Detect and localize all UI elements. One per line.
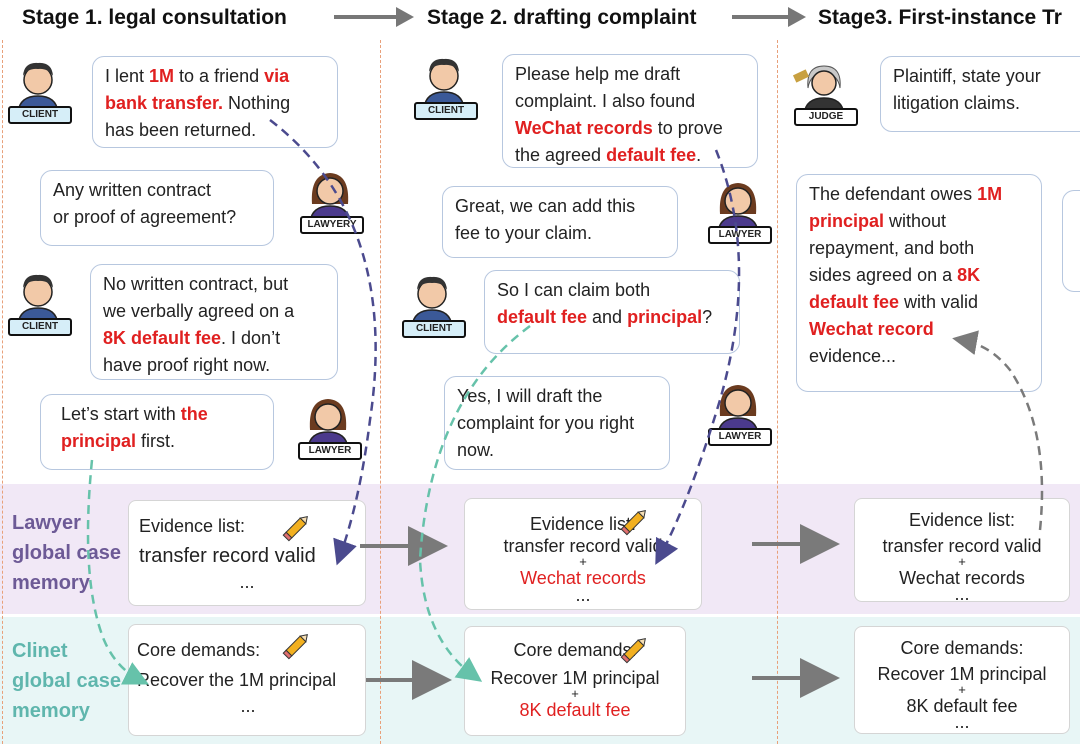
lawyer-evidence-box: Evidence list: transfer record valid + W…	[854, 498, 1070, 603]
memory-write-arrow	[418, 324, 531, 682]
speech-bubble-cutoff	[1062, 190, 1080, 292]
memory-write-arrow	[269, 119, 377, 566]
stage-separator	[380, 40, 381, 744]
client-avatar-icon: CLIENT	[6, 268, 72, 338]
lawyer-avatar-icon: LAWYER	[706, 378, 772, 448]
box-title: Core demands:	[513, 640, 637, 660]
memory-read-arrow	[952, 330, 1044, 531]
pencil-icon	[282, 516, 308, 542]
lawyer-avatar-icon: LAWYERY	[298, 166, 364, 236]
box-title: Core demands:	[900, 638, 1024, 658]
lawyer-avatar-icon: LAWYER	[706, 176, 772, 246]
stage-separator	[2, 40, 3, 744]
lawyer-tag: LAWYERY	[300, 216, 364, 234]
arrow-right-icon	[788, 7, 806, 27]
stage-3-title: Stage3. First-instance Tr	[818, 6, 1062, 29]
client-avatar-icon: CLIENT	[400, 270, 466, 340]
stage-2-title: Stage 2. drafting complaint	[427, 6, 697, 29]
speech-bubble-plaintiff: The defendant owes 1M principal without …	[796, 174, 1042, 392]
box-title: Evidence list:	[139, 516, 246, 536]
client-demands-box: Core demands: Recover 1M principal + 8K …	[854, 626, 1070, 734]
stage-1-title: Stage 1. legal consultation	[22, 6, 287, 29]
stage-arrows	[334, 7, 806, 27]
speech-bubble-lawyer: Let’s start with the principal first.	[40, 394, 274, 470]
lawyer-evidence-box: Evidence list: transfer record valid ...	[128, 500, 366, 606]
client-tag: CLIENT	[414, 102, 478, 120]
client-tag: CLIENT	[402, 320, 466, 338]
memory-write-arrow	[655, 149, 741, 565]
lawyer-tag: LAWYER	[708, 428, 772, 446]
memory-write-arrow	[86, 459, 149, 685]
box-title: Evidence list:	[908, 510, 1016, 530]
pencil-icon	[282, 634, 308, 660]
lawyer-tag: LAWYER	[298, 442, 362, 460]
judge-avatar-icon: JUDGE	[792, 58, 858, 128]
lawyer-tag: LAWYER	[708, 226, 772, 244]
client-tag: CLIENT	[8, 318, 72, 336]
client-demands-box: Core demands: Recover the 1M principal .…	[128, 624, 366, 736]
client-tag: CLIENT	[8, 106, 72, 124]
box-title: Core demands:	[137, 640, 261, 660]
pencil-icon	[620, 638, 646, 664]
client-avatar-icon: CLIENT	[412, 52, 478, 122]
arrow-right-icon	[396, 7, 414, 27]
box-title: Evidence list:	[529, 514, 637, 534]
speech-bubble-client: So I can claim both default fee and prin…	[484, 270, 740, 354]
speech-bubble-client: I lent 1M to a friend via bank transfer.…	[92, 56, 338, 148]
client-avatar-icon: CLIENT	[6, 56, 72, 126]
judge-tag: JUDGE	[794, 108, 858, 126]
lawyer-avatar-icon: LAWYER	[296, 392, 362, 462]
pencil-icon	[620, 510, 646, 536]
stage-separator	[777, 40, 778, 744]
